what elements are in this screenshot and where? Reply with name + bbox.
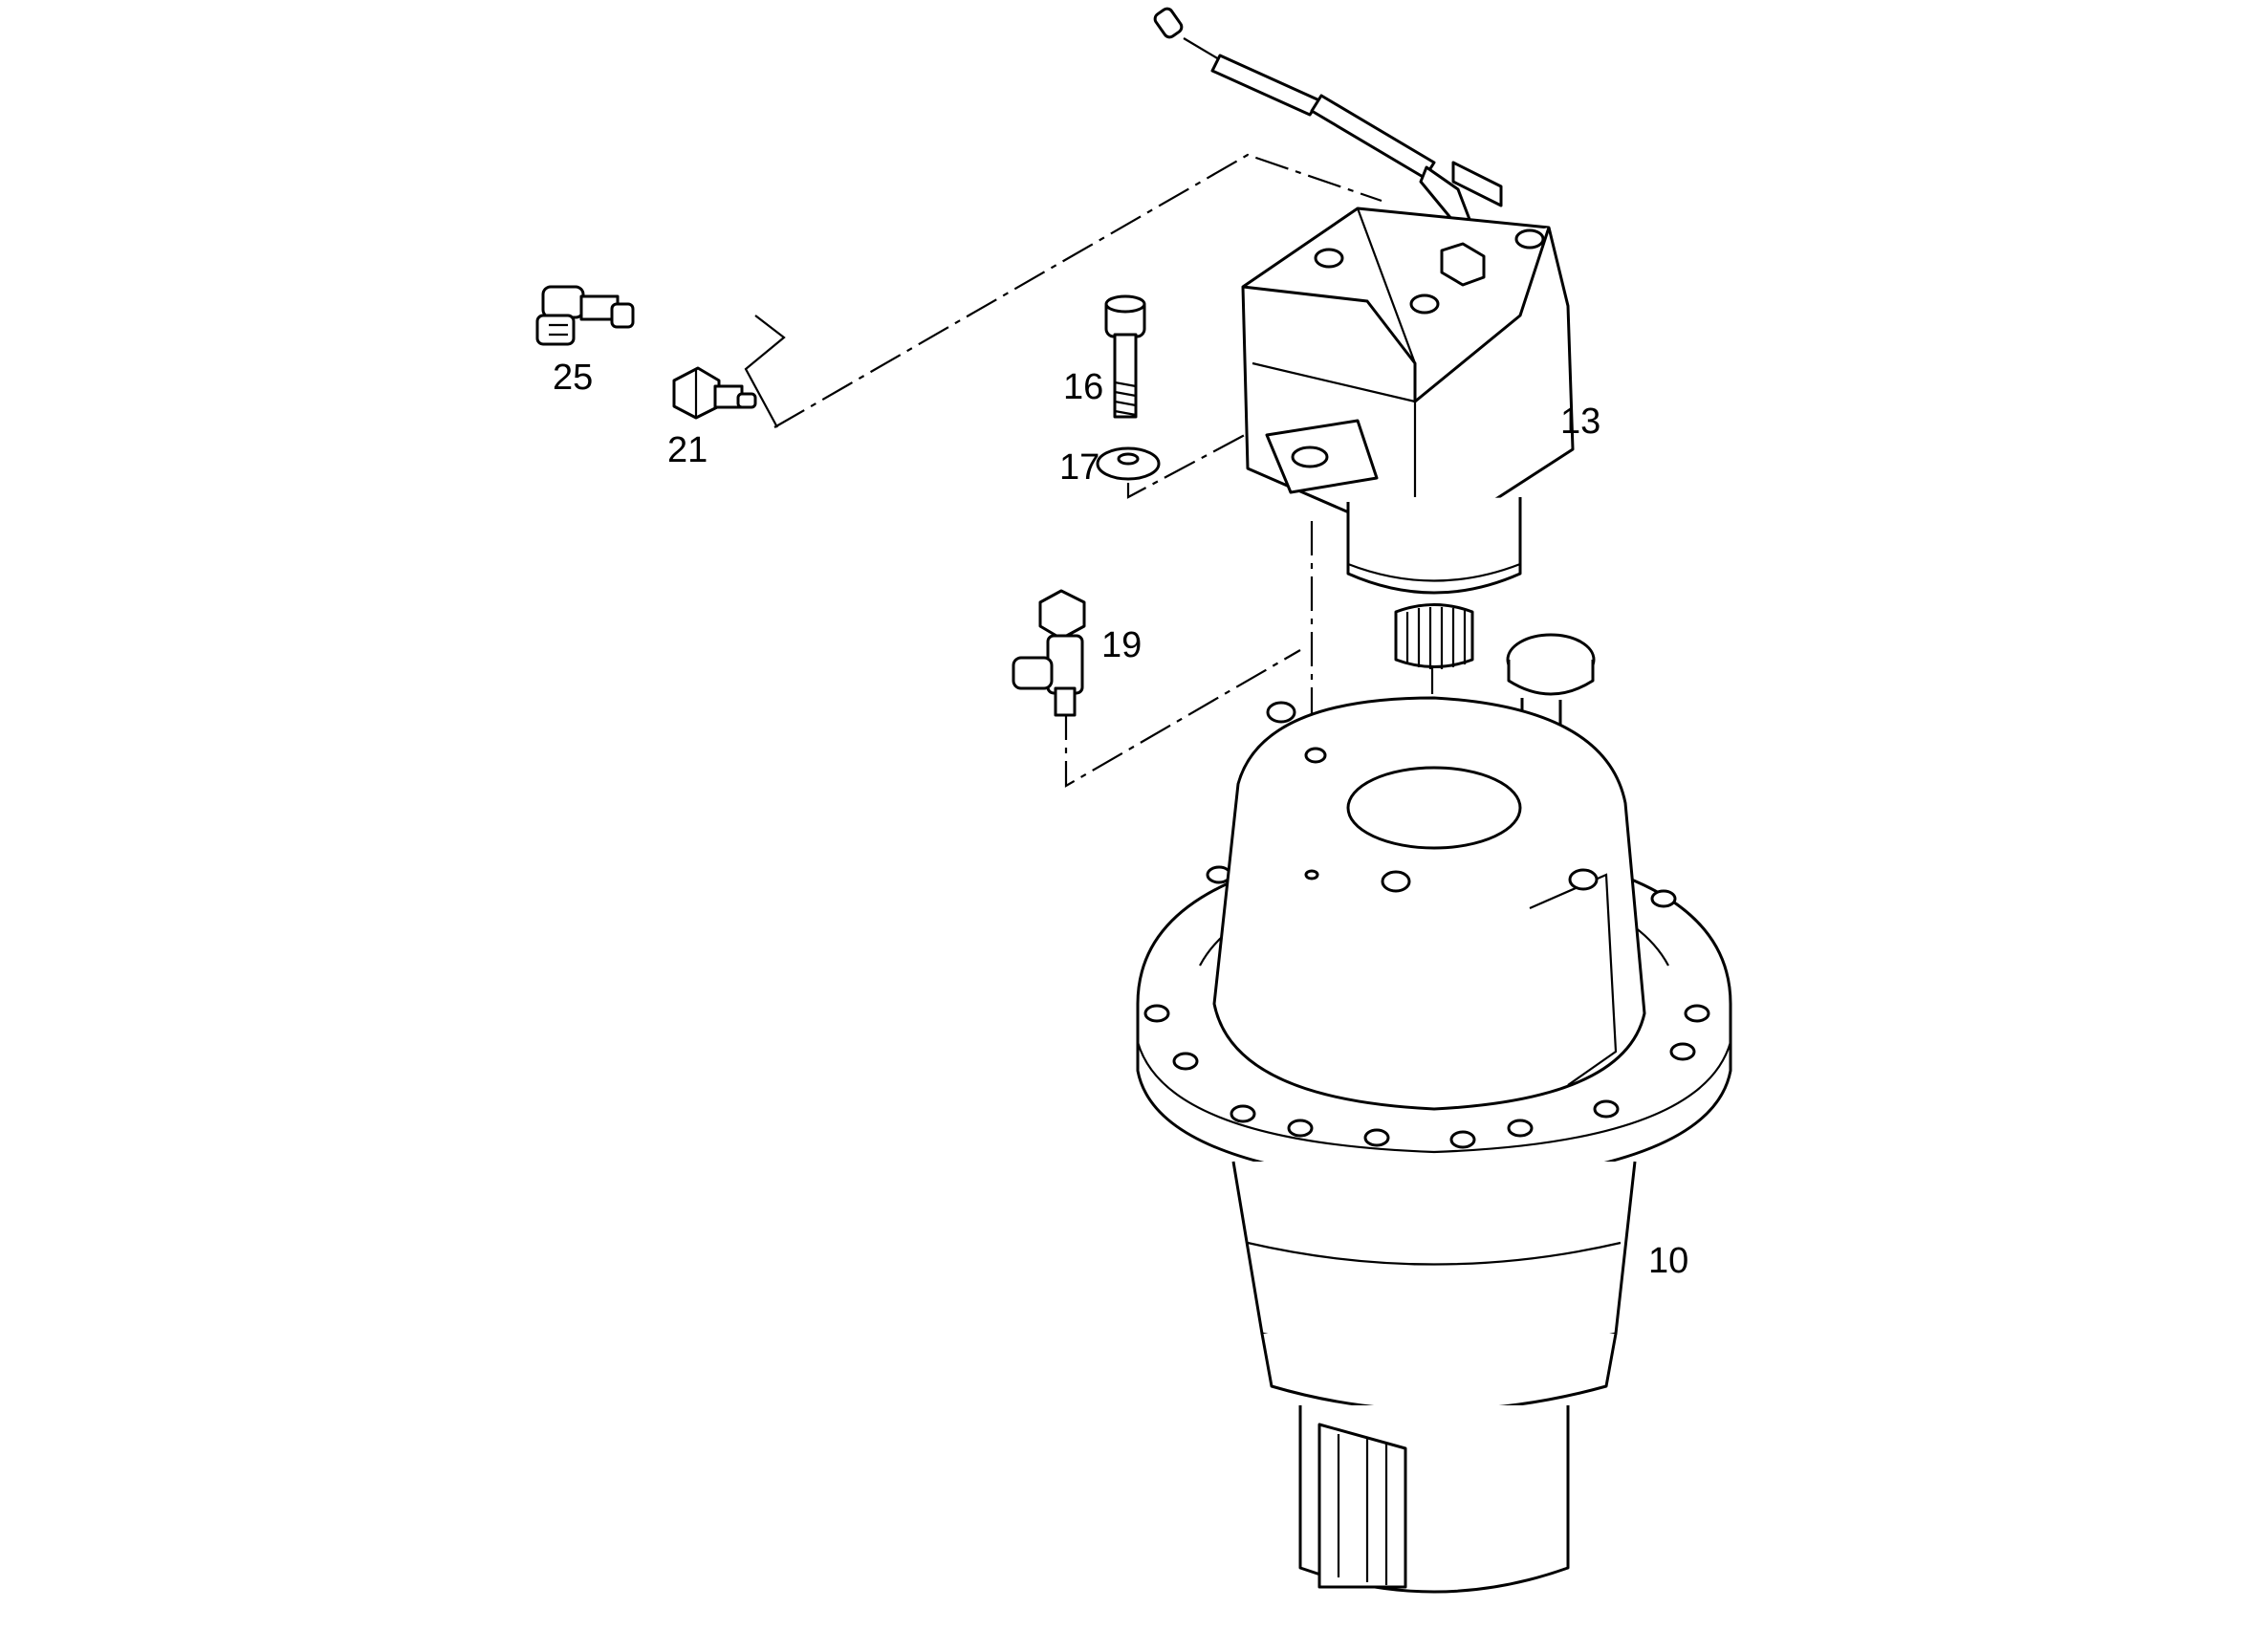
callout-10: 10 bbox=[1648, 1241, 1689, 1281]
leader-fitting-21-to-motor bbox=[773, 153, 1382, 428]
callout-16: 16 bbox=[1063, 367, 1104, 407]
callout-19: 19 bbox=[1101, 625, 1143, 665]
callout-25: 25 bbox=[553, 358, 594, 398]
callout-17: 17 bbox=[1059, 447, 1100, 488]
leader-fitting-19-to-housing bbox=[1064, 649, 1301, 788]
tee-fitting-25 bbox=[535, 285, 635, 346]
motor-13 bbox=[1241, 206, 1575, 669]
connector-21 bbox=[672, 366, 757, 420]
gearbox-10 bbox=[1136, 696, 1732, 1594]
callout-13: 13 bbox=[1560, 402, 1601, 442]
callout-21: 21 bbox=[667, 430, 708, 470]
leader-fitting-25-21 bbox=[744, 315, 786, 428]
cap-screw-16 bbox=[1104, 294, 1146, 419]
washer-17 bbox=[1096, 446, 1161, 481]
angle-fitting-19 bbox=[1012, 589, 1086, 717]
sensor-cable bbox=[1153, 7, 1503, 252]
leader-washer-to-motor bbox=[1126, 420, 1273, 499]
